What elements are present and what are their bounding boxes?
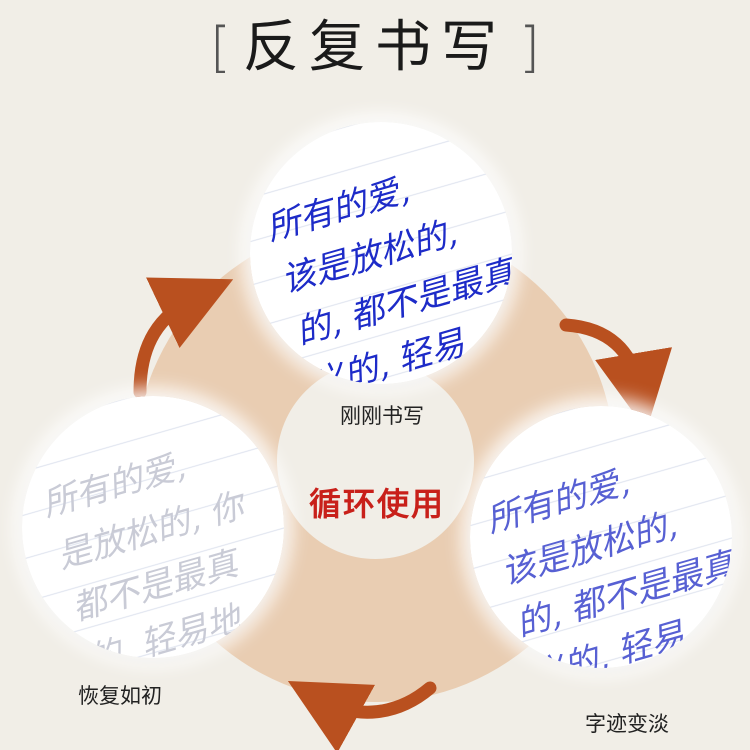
caption-just-written: 刚刚书写 — [340, 404, 424, 428]
title-left-bracket: [ — [209, 16, 231, 79]
caption-restored: 恢复如初 — [78, 684, 162, 708]
cycle-center-area — [277, 362, 474, 559]
handwriting-sample-just-written: 所有的爱, 该是放松的, 的, 都不是最真 义的, 轻易 — [250, 122, 512, 384]
handwriting-sample-restored: 所有的爱, 是放松的, 你 都不是最真 的, 轻易地 — [22, 396, 284, 658]
arrow-to-right-icon — [559, 318, 673, 431]
title-right-bracket: ] — [519, 16, 541, 79]
title-text: 反复书写 — [243, 15, 507, 80]
page-title: [ 反复书写 ] — [0, 8, 750, 88]
handwriting-sample-fading: 所有的爱, 该是放松的, 的, 都不是最真 义的, 轻易 — [470, 406, 732, 668]
arrow-to-top-icon — [133, 277, 234, 399]
arrow-to-left-icon — [287, 681, 437, 750]
cycle-use-label: 循环使用 — [309, 485, 446, 523]
caption-fading: 字迹变淡 — [585, 712, 669, 736]
